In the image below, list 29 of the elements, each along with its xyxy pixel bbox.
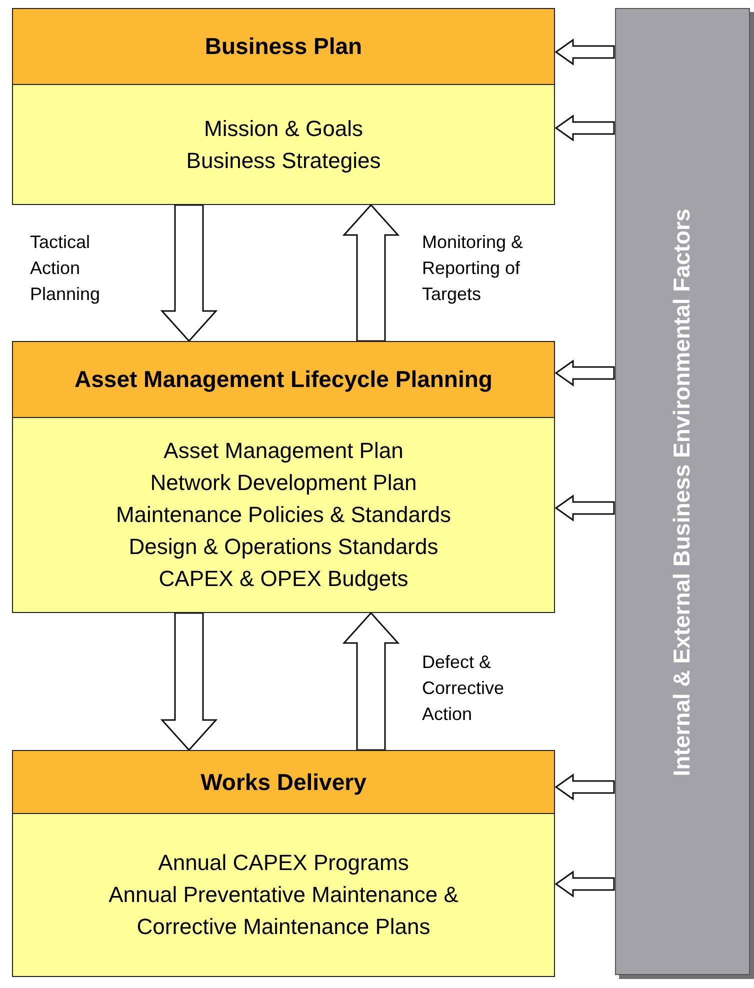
block-arrow <box>342 204 400 342</box>
process-box <box>12 341 555 613</box>
process-box <box>12 750 555 977</box>
process-box <box>12 8 555 205</box>
block-arrow <box>160 204 218 342</box>
block-arrow <box>555 494 615 522</box>
block-arrow <box>555 360 615 386</box>
header-band: Asset Management Lifecycle Planning <box>13 342 554 418</box>
edge-label: Defect & Corrective Action <box>422 651 506 726</box>
body-text: Business Strategies <box>186 146 381 175</box>
block-arrow <box>555 38 615 66</box>
edge-label: Tactical Action Planning <box>30 231 102 306</box>
header-band: Works Delivery <box>13 751 554 814</box>
body-text: Maintenance Policies & Standards <box>116 501 452 529</box>
header-band: Business Plan <box>13 9 554 85</box>
body-text: CAPEX & OPEX Budgets <box>158 565 408 593</box>
vertical-label: Internal & External Business Environmental Factors <box>668 208 696 776</box>
body-text: Asset Management Plan <box>164 437 404 465</box>
body-text: Mission & Goals <box>204 114 363 142</box>
body-text: Annual Preventative Maintenance & Corrective Maintenance Plans <box>108 881 460 941</box>
block-arrow <box>555 114 615 142</box>
block-arrow <box>342 612 400 751</box>
body-text: Annual CAPEX Programs <box>158 849 409 877</box>
body-text: Network Development Plan <box>150 469 417 497</box>
edge-label: Monitoring & Reporting of Targets <box>422 231 524 306</box>
block-arrow <box>555 774 615 800</box>
block-arrow <box>160 612 218 751</box>
body-text: Design & Operations Standards <box>128 533 438 561</box>
block-arrow <box>555 870 615 898</box>
